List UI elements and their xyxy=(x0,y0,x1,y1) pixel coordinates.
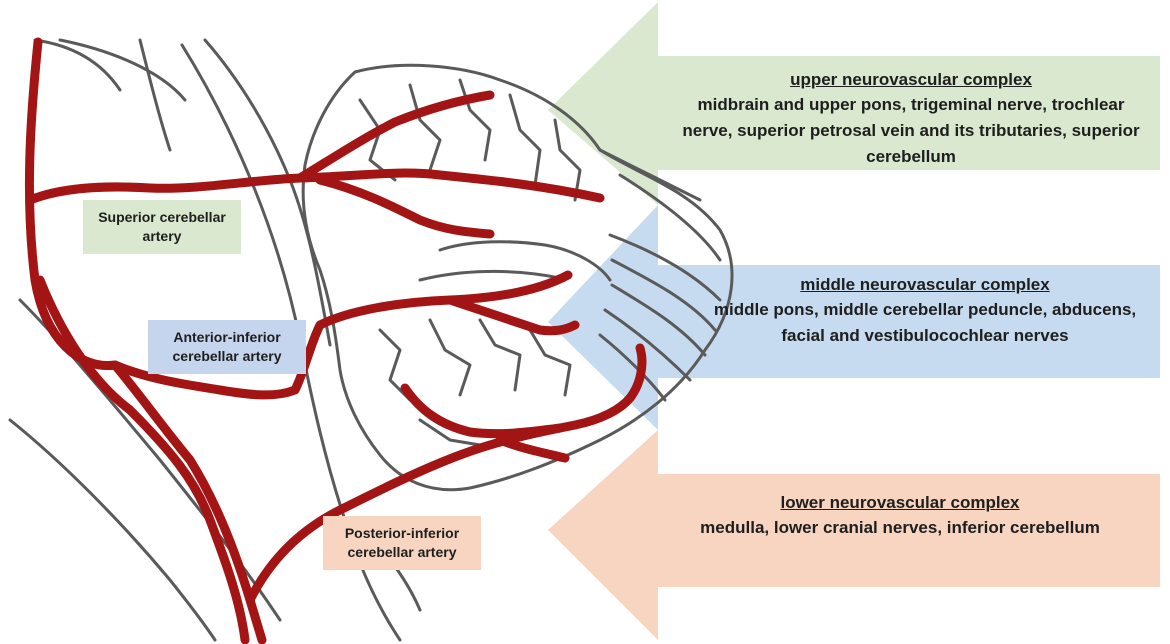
upper-complex-title: upper neurovascular complex xyxy=(790,70,1032,89)
pica-branch-upper xyxy=(400,383,565,439)
sca-branch-upper xyxy=(295,90,495,183)
pica-artery xyxy=(245,393,635,605)
middle-complex-text: middle neurovascular complex middle pons… xyxy=(690,273,1160,349)
aica-artery xyxy=(110,270,573,400)
aica-label: Anterior-inferior cerebellar artery xyxy=(148,320,306,374)
upper-complex-text: upper neurovascular complex midbrain and… xyxy=(680,68,1142,170)
middle-complex-title: middle neurovascular complex xyxy=(800,275,1050,294)
superior-cerebellar-artery xyxy=(25,168,605,205)
pica-label: Posterior-inferior cerebellar artery xyxy=(323,516,481,570)
lower-complex-body: medulla, lower cranial nerves, inferior … xyxy=(700,518,1100,537)
pica-branch-lower xyxy=(495,435,570,463)
lower-arrow xyxy=(548,430,1160,640)
lower-complex-text: lower neurovascular complex medulla, low… xyxy=(700,491,1100,541)
arteries xyxy=(24,37,647,644)
lower-complex-title: lower neurovascular complex xyxy=(780,493,1020,512)
sca-label: Superior cerebellar artery xyxy=(83,200,241,254)
middle-arrow xyxy=(548,205,1160,430)
sca-branch-lower xyxy=(315,175,495,239)
middle-complex-body: middle pons, middle cerebellar peduncle,… xyxy=(713,300,1137,345)
aica-branch xyxy=(445,295,580,336)
upper-arrow xyxy=(548,2,1160,205)
vertebral-artery-left xyxy=(35,275,250,644)
upper-complex-body: midbrain and upper pons, trigeminal nerv… xyxy=(682,95,1140,166)
